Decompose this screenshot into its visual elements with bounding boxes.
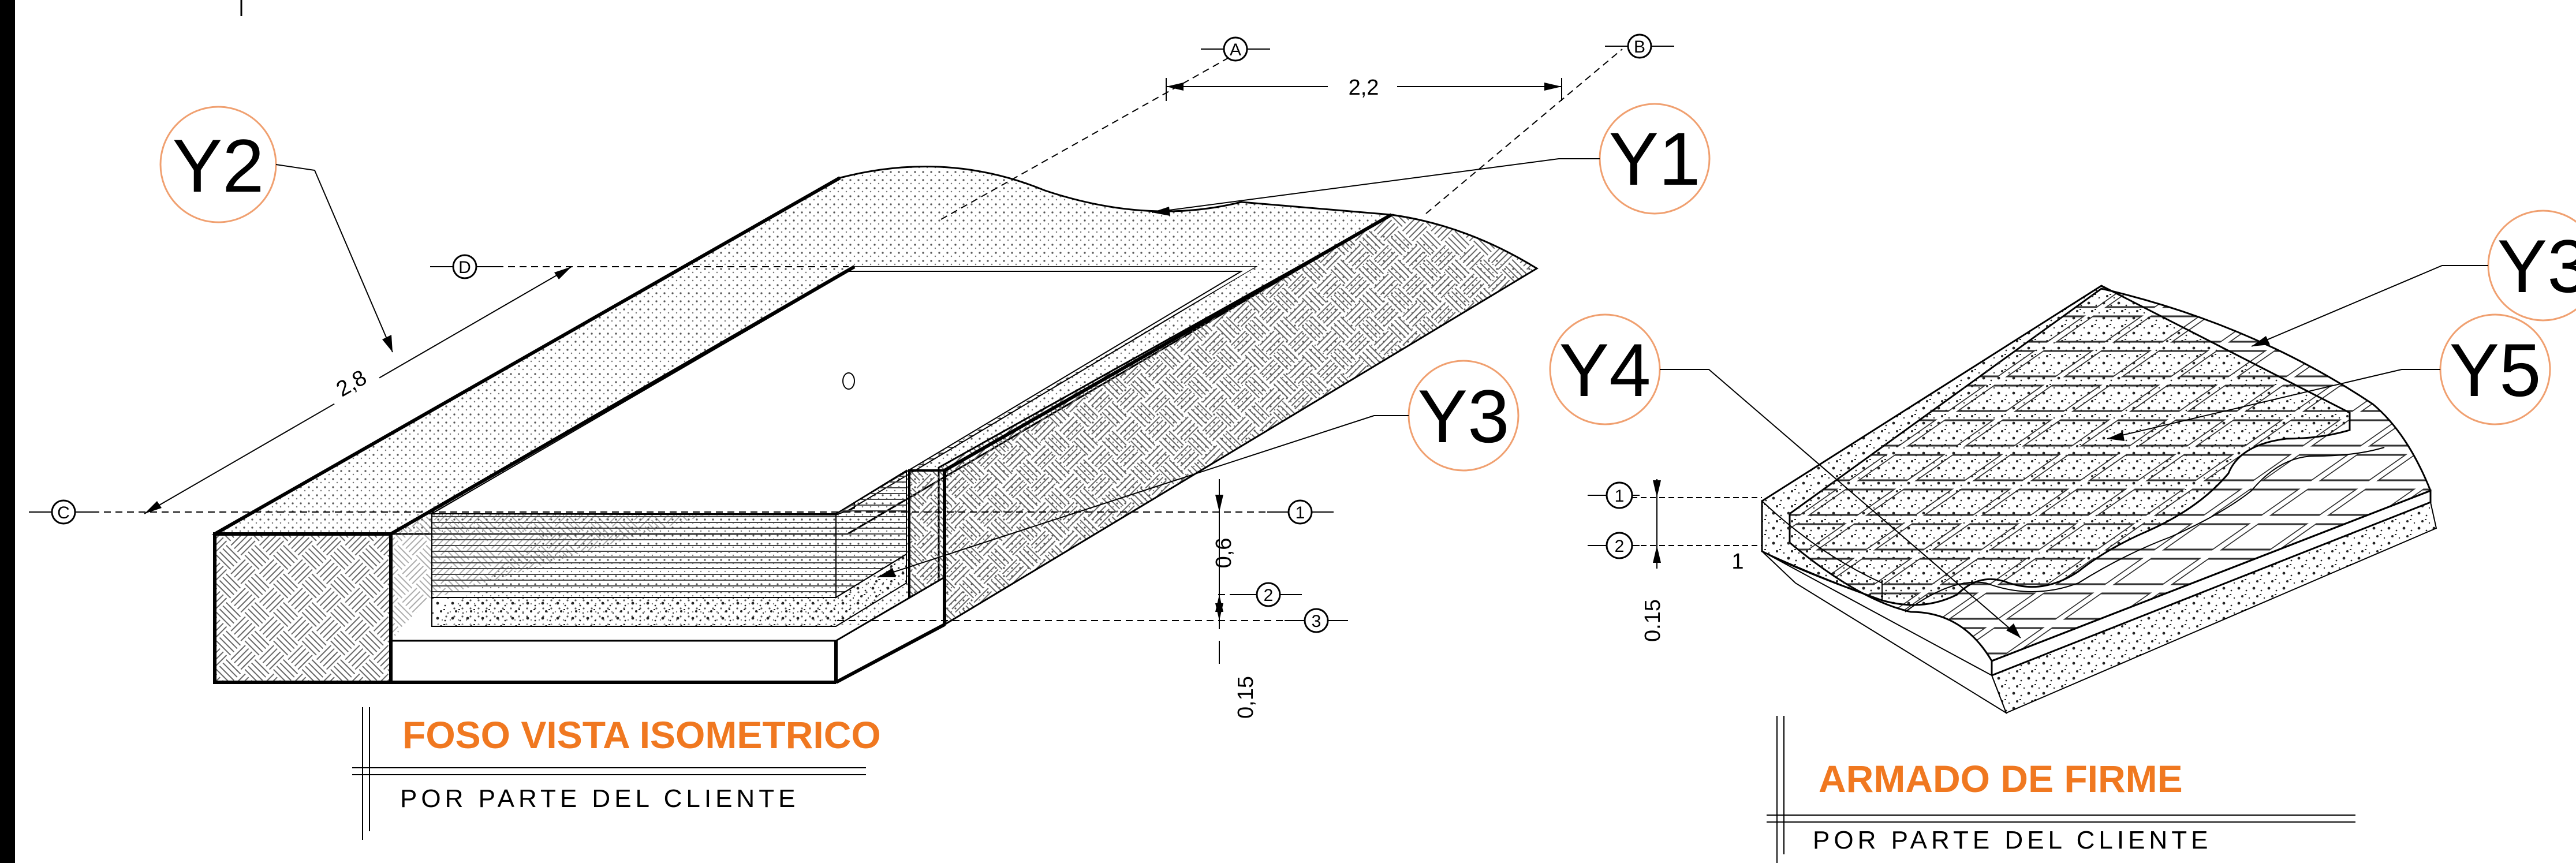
tag-y3-left: Y3 [877, 360, 1520, 578]
slab-axis-label-2: 2 [1615, 537, 1625, 556]
tag-y5: Y5 [2107, 313, 2551, 441]
title-left: FOSO VISTA ISOMETRICO [402, 713, 881, 756]
slab-detail [1761, 285, 2437, 715]
dim-length: 2,8 [144, 266, 572, 514]
sheet-border [0, 0, 15, 863]
dim-width: 2,2 [1166, 70, 1562, 101]
dim-depth: 0,6 0,15 [1212, 479, 1258, 719]
tag-y1: Y1 [1151, 103, 1711, 216]
slab-concrete-front [1761, 499, 1883, 602]
axis-bubble-3: 3 [1285, 608, 1348, 633]
tag-y4: Y4 [1549, 313, 2021, 638]
axis-bubble-b: B [1605, 33, 1674, 59]
slab-axis-2: 2 [1588, 532, 1640, 559]
axis-bubble-1: 1 [1267, 499, 1334, 525]
axis-bubble-2: 2 [1235, 582, 1299, 607]
axis-label-1: 1 [1296, 503, 1305, 522]
tag-y2: Y2 [159, 106, 393, 353]
slab-wave-line [1905, 447, 2385, 612]
dim-slab-label: 0,15 [1234, 676, 1258, 719]
slab-base-front [1761, 551, 2007, 715]
subtitle-left: POR PARTE DEL CLIENTE [400, 784, 799, 813]
dim-width-label: 2,2 [1349, 76, 1379, 100]
slab-marker-label: 1 [1731, 550, 1744, 574]
axis-label-2: 2 [1264, 586, 1274, 605]
slab-concrete-edge [1761, 429, 2350, 606]
axis-label-c: C [57, 503, 70, 522]
tag-y4-label: Y4 [1559, 328, 1651, 412]
axis-label-b: B [1634, 38, 1645, 57]
pit-right-wall [938, 214, 1539, 626]
axis-bubble-c: C [29, 499, 98, 525]
pit-floor [432, 267, 1256, 514]
slab-dims: 1 2 0.15 1 [1588, 479, 1762, 642]
subtitle-right: POR PARTE DEL CLIENTE [1813, 826, 2212, 854]
tag-y1-label: Y1 [1608, 117, 1700, 201]
pit-inner-face [431, 513, 837, 598]
drain-hole [842, 372, 855, 390]
tag-y3-right-label: Y3 [2497, 224, 2576, 308]
axis-label-a: A [1230, 40, 1241, 59]
dim-depth-label: 0,6 [1212, 538, 1236, 569]
title-right: ARMADO DE FIRME [1819, 757, 2183, 800]
pit-front-wall [213, 532, 393, 684]
tag-y5-label: Y5 [2449, 328, 2541, 412]
title-block-right: ARMADO DE FIRME POR PARTE DEL CLIENTE [1767, 716, 2355, 863]
slab-axis-label-1: 1 [1615, 487, 1625, 506]
pit-isometric [211, 165, 1539, 684]
axis-label-d: D [458, 258, 471, 277]
axis-label-3: 3 [1312, 612, 1321, 631]
axis-bubble-a: A [1201, 36, 1270, 62]
title-block-left: FOSO VISTA ISOMETRICO POR PARTE DEL CLIE… [352, 707, 881, 840]
pit-slab [431, 553, 907, 627]
tag-y2-label: Y2 [172, 124, 264, 208]
axis-bubble-d: D [430, 254, 499, 279]
tag-y3-left-label: Y3 [1417, 374, 1509, 458]
slab-axis-1: 1 [1588, 481, 1640, 509]
tag-y3-right: Y3 [2251, 210, 2576, 347]
slab-dim-label: 0.15 [1641, 599, 1665, 642]
